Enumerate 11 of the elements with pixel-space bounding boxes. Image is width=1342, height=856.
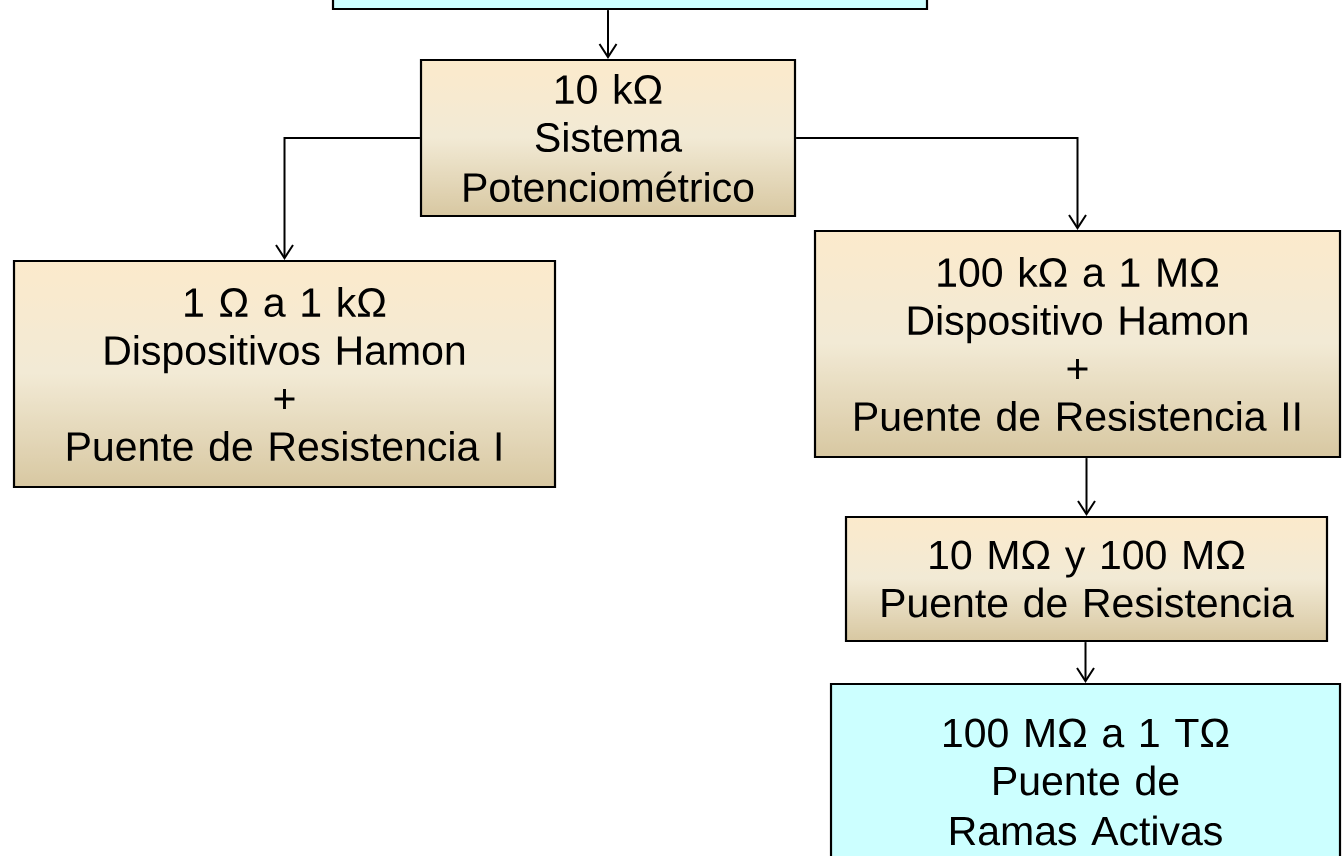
arrow: [598, 9, 618, 59]
arrow: [275, 137, 421, 260]
arrow: [795, 137, 1087, 230]
arrow: [1076, 641, 1095, 683]
process-box: 1 Ω a 1 kΩ Dispositivos Hamon + Puente de Resistencia I: [12, 259, 557, 489]
arrow: [1077, 457, 1096, 516]
process-box: 100 MΩ a 1 TΩ Puente de Ramas Activas: [829, 682, 1342, 856]
empty-box: [331, 0, 929, 11]
process-box: 10 kΩ Sistema Potenciométrico: [419, 58, 797, 218]
process-box: 100 kΩ a 1 MΩ Dispositivo Hamon + Puente de Resistencia II: [813, 229, 1342, 459]
process-box: 10 MΩ y 100 MΩ Puente de Resistencia: [844, 515, 1329, 643]
